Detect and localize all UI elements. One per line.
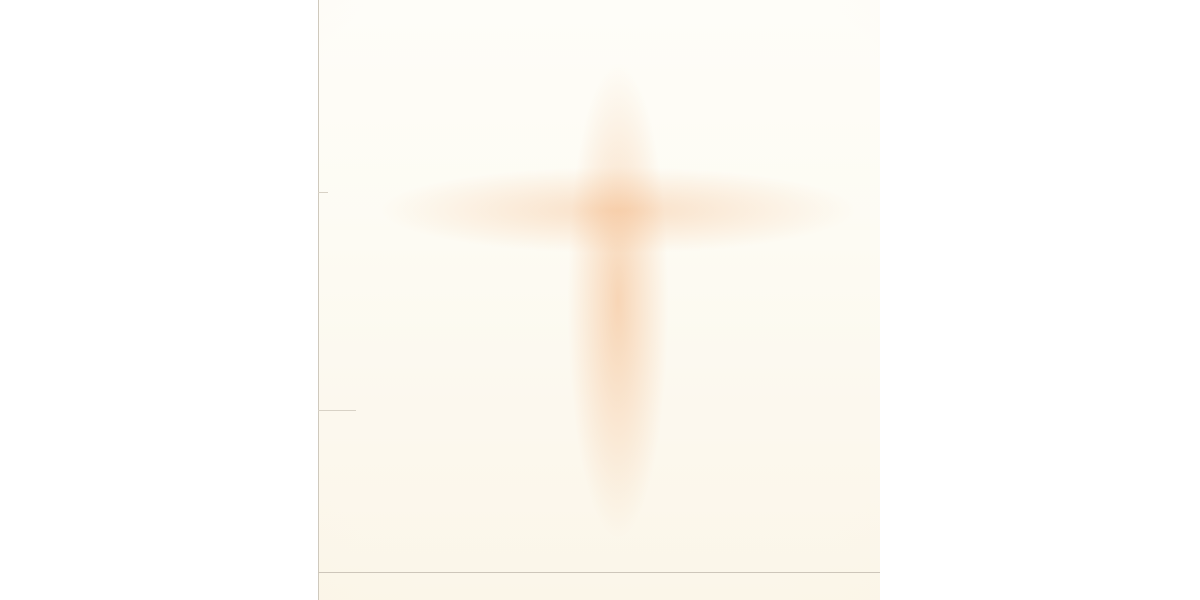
rock-edging-driveway-right xyxy=(750,341,794,424)
sheet-edge-bottom xyxy=(318,572,880,573)
room-label-suite: SUITE xyxy=(566,216,580,221)
room-label-dormitorio-2: DORM. 02 xyxy=(554,94,577,99)
tree-west-2 xyxy=(425,68,438,78)
street-tree-0 xyxy=(567,545,584,559)
tree-west-6 xyxy=(408,332,432,356)
pergola-west xyxy=(493,66,527,556)
tree-east-0 xyxy=(839,304,857,323)
drawing-sheet: 18.565 0.90 3.81 3.10 1.05 0.98 2.51 0.9… xyxy=(318,0,880,600)
dim-right-1: 3.647 xyxy=(835,192,839,201)
dim-right-3: 2.63 xyxy=(833,269,837,276)
tree-west-3 xyxy=(384,111,412,139)
room-label-closet: CLOSET xyxy=(577,148,596,153)
dim-bot-1: 3.28 xyxy=(537,307,544,311)
dim-top-5: 2.51 xyxy=(683,35,690,39)
tree-east-1 xyxy=(836,456,863,484)
letterbox-right xyxy=(880,0,1200,600)
dim-top-0: 0.90 xyxy=(473,34,480,38)
fold-line-vertical xyxy=(318,0,319,600)
garage-2-label: GARAGE 2 xyxy=(691,345,709,349)
sheet-note: PAVIMENTO TERREO xyxy=(596,588,632,592)
tree-west-0 xyxy=(405,49,429,71)
overall-dimension-top: 18.565 xyxy=(638,17,648,21)
dim-top-3: 1.05 xyxy=(626,34,633,38)
room-label-banho-suite: BWC SUITE xyxy=(508,108,534,113)
room-label-churrasqueira: CHURRASQUEIRA xyxy=(487,281,528,286)
tree-west-4 xyxy=(412,192,436,216)
letterbox-left xyxy=(0,0,318,600)
dim-top-6: 0.92 xyxy=(718,34,725,38)
garage-1-label: GARAGE 1 xyxy=(636,345,654,349)
legend-piscina-label: PISCINA xyxy=(454,582,469,586)
dim-top-2: 3.10 xyxy=(585,35,592,39)
tree-west-5 xyxy=(389,309,407,328)
dim-right-2: 0.550 xyxy=(845,232,849,241)
shrub-cluster-1 xyxy=(796,366,815,401)
hedge-border-north xyxy=(617,47,827,75)
fold-line-horizontal-upper xyxy=(318,192,328,193)
tree-west-1 xyxy=(430,41,447,55)
room-label-circulacao: CIRCULACAO xyxy=(508,172,539,177)
room-label-lavabo: LAV. xyxy=(535,209,545,214)
garage-marker-1 xyxy=(638,332,652,342)
dim-top-1: 3.81 xyxy=(519,35,526,39)
room-label-sala-jantar: SALA JANTAR xyxy=(473,199,504,204)
room-label-dormitorio-1: DORM. 01 xyxy=(440,112,463,117)
garage-marker-2 xyxy=(693,332,707,342)
tree-west-7 xyxy=(398,461,420,483)
stair-run xyxy=(749,103,795,162)
room-label-hall: HALL xyxy=(442,145,454,150)
sheet-note-group: PAVIMENTO TERREO xyxy=(550,588,678,592)
plan-drawing: 18.565 0.90 3.81 3.10 1.05 0.98 2.51 0.9… xyxy=(318,16,880,600)
furniture-living xyxy=(477,205,533,269)
fold-line-horizontal-lower xyxy=(318,410,356,411)
hedge-stipple-north xyxy=(623,45,823,75)
room-label-cozinha: COZINHA xyxy=(504,154,525,159)
walk-paving-west xyxy=(493,557,527,566)
dim-top-7: 5.22 xyxy=(771,35,778,39)
right-dim-labels: 3.647 0.550 2.63 xyxy=(833,192,849,276)
tree-east-2 xyxy=(837,504,855,523)
dim-left-5: 12.11 xyxy=(453,266,457,274)
legend-deck-label: DECK / DEPOSITO xyxy=(501,582,532,586)
tree-west-9 xyxy=(415,514,431,529)
tree-west-8 xyxy=(410,488,428,507)
room-label-banho-social: BWC SOCIAL xyxy=(596,222,626,227)
dim-top-4: 0.98 xyxy=(647,34,654,38)
